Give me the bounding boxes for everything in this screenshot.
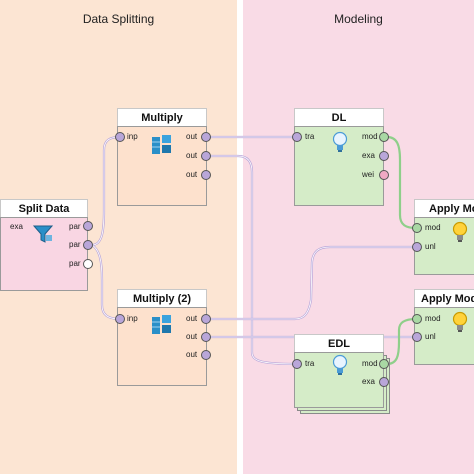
port-label-par: par [69,259,81,268]
port-label-par: par [69,240,81,249]
port-label-mod: mod [362,132,378,141]
multiply-2-operator[interactable]: Multiply (2) inp out out out [115,289,211,386]
output-port[interactable] [379,132,389,142]
apply-model-operator[interactable]: Apply Mo mod unl [412,199,474,275]
apply-model-2-title: Apply Mod [414,289,474,307]
port-label-mod: mod [425,314,441,323]
input-port[interactable] [292,132,302,142]
port-label-wei: wei [362,170,375,179]
lightbulb-icon [332,131,348,152]
port-label-inp: inp [127,314,138,323]
port-label-tra: tra [305,132,315,141]
edl-title: EDL [294,334,384,352]
output-port[interactable] [83,259,93,269]
section-title-modeling: Modeling [334,12,383,26]
output-port[interactable] [201,132,211,142]
port-label-out: out [186,314,198,323]
input-port[interactable] [412,223,422,233]
port-label-exa: exa [362,377,375,386]
port-label-out: out [186,332,198,341]
output-port[interactable] [201,170,211,180]
port-label-out: out [186,170,198,179]
output-port[interactable] [201,151,211,161]
port-label-par: par [69,222,81,231]
input-port[interactable] [412,332,422,342]
multiply-operator[interactable]: Multiply inp out out out [115,108,211,206]
split-data-operator[interactable]: Split Data exa par par par [0,199,93,291]
output-port[interactable] [379,359,389,369]
port-label-mod: mod [425,223,441,232]
stack-copy-icon [152,315,171,334]
output-port[interactable] [201,350,211,360]
output-port[interactable] [83,221,93,231]
input-port[interactable] [115,132,125,142]
port-label-unl: unl [425,242,436,251]
port-label-exa: exa [362,151,375,160]
dl-title: DL [294,108,384,126]
lightbulb-yellow-icon [452,221,468,242]
apply-model-title: Apply Mo [414,199,474,217]
port-label-mod: mod [362,359,378,368]
lightbulb-icon [332,354,348,375]
output-port[interactable] [83,240,93,250]
output-port[interactable] [379,151,389,161]
stack-copy-icon [152,135,171,154]
dl-operator[interactable]: DL tra mod exa wei [292,108,389,206]
port-label-inp: inp [127,132,138,141]
section-title-data-splitting: Data Splitting [82,12,155,26]
apply-model-2-operator[interactable]: Apply Mod mod unl [412,289,474,365]
filter-funnel-icon [32,225,54,243]
port-label-exa: exa [10,222,23,231]
input-port[interactable] [115,314,125,324]
edl-operator[interactable]: EDL tra mod exa [292,334,389,408]
output-port[interactable] [379,377,389,387]
input-port[interactable] [292,359,302,369]
split-data-title: Split Data [0,199,88,217]
output-port[interactable] [201,314,211,324]
input-port[interactable] [412,242,422,252]
output-port[interactable] [201,332,211,342]
port-label-out: out [186,151,198,160]
multiply-2-title: Multiply (2) [117,289,207,307]
lightbulb-yellow-icon [452,311,468,332]
multiply-title: Multiply [117,108,207,126]
output-port[interactable] [379,170,389,180]
port-label-out: out [186,350,198,359]
port-label-unl: unl [425,332,436,341]
port-label-out: out [186,132,198,141]
port-label-tra: tra [305,359,315,368]
input-port[interactable] [412,314,422,324]
